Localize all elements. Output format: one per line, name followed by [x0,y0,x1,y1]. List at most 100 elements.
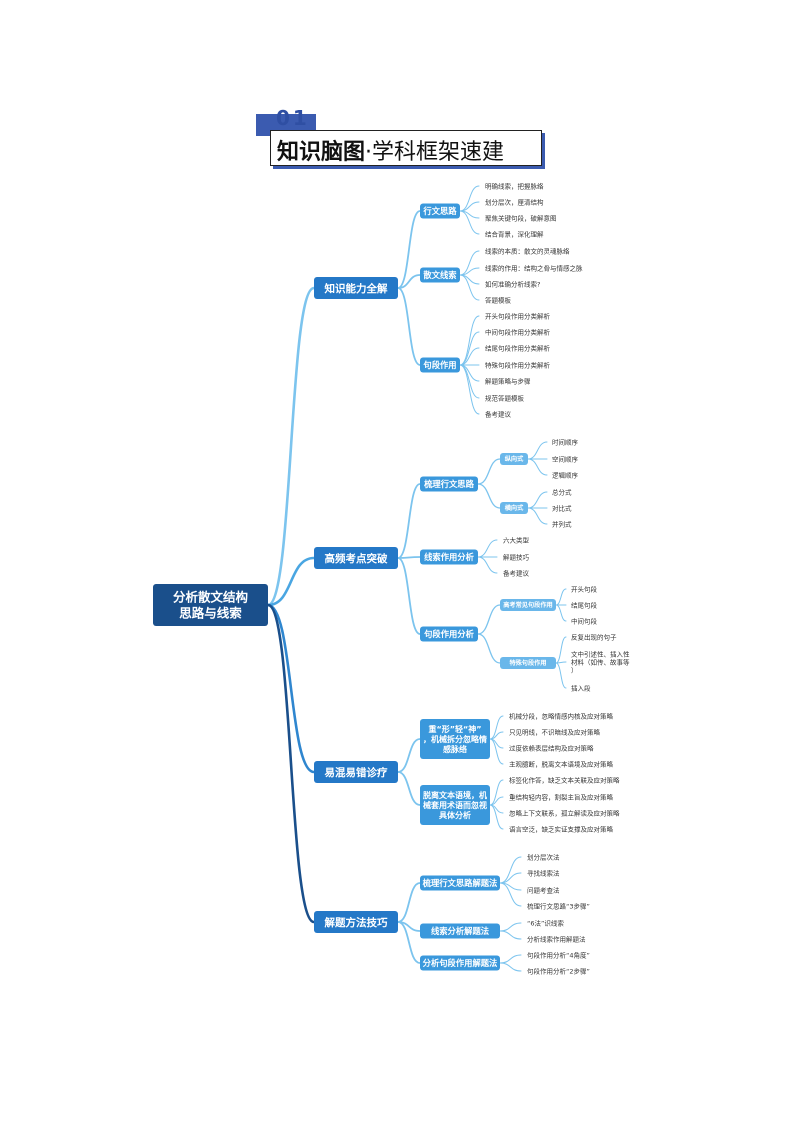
leaf-line-4-3-2 [499,962,522,972]
branch-3-box [314,761,398,783]
leaf-line-1-2-3 [459,274,480,285]
branch-4-sub-2-label: 线索分析解题法 [431,926,490,936]
leaf-2-1-2-1: 总分式 [552,487,572,496]
leaf-2-2-2: 解题技巧 [503,552,530,561]
leaf-2-3-2-3: 插入段 [571,683,591,692]
leaf-line-1-3-5 [459,364,480,382]
branch-3-label: 易混易错诊疗 [325,766,388,779]
branch-2-sub-3: 句段作用分析 [420,626,478,642]
leaf-3-2-1: 标签化作答，缺乏文本关联及应对策略 [509,775,620,784]
branch-1-sub-2: 散文线索 [420,267,460,283]
branch-3-to-sub-2 [397,771,421,806]
branch-2-to-sub-1 [397,483,421,559]
root-node-label: 分析散文结构思路与线索 [173,590,248,621]
root-to-branch-3 [266,603,316,774]
leaf-2-1-2-2: 对比式 [552,503,572,512]
branch-2-sub-2-box [420,549,478,565]
branch-3-sub-1-label: 重“形”轻“神”，机械拆分忽略情感脉络 [423,724,487,754]
branch-2-sub-1-third-2-box [500,502,528,514]
leaf-4-1-1: 划分层次法 [527,852,560,861]
leaf-4-2-1: “6法”识线索 [527,918,564,927]
root-to-branch-1 [266,286,316,607]
leaf-2-3-1-3: 中间句段 [571,616,598,625]
leaf-2-3-2-1: 反复出现的句子 [571,632,617,641]
branch-2-sub-1: 梳理行文思路 [420,476,478,492]
leaf-2-3-1-2: 结尾句段 [571,600,598,609]
leaf-line-2-1-1-1 [527,441,548,460]
leaf-3-2-2: 重结构轻内容，割裂主旨及应对策略 [509,792,614,801]
leaf-1-1-2: 划分层次，厘清结构 [485,197,544,206]
branch-3-sub-2: 脱离文本语境，机械套用术语而忽视具体分析 [420,785,490,825]
branch-2-sub-3-third-2-box [500,657,556,669]
leaf-line-4-1-1 [499,856,522,884]
leaf-line-4-3-1 [499,954,522,964]
sub-2-1-to-third-2 [477,483,501,509]
header-banner: 01 知识脑图·学科框架速建 [256,104,542,166]
leaf-1-3-2: 中间句段作用分类解析 [485,327,551,336]
banner-title-rest: ·学科框架速建 [365,140,505,165]
leaf-1-1-4: 结合背景，深化理解 [485,229,544,238]
leaf-2-3-1-1: 开头句段 [571,584,598,593]
leaf-1-3-1: 开头句段作用分类解析 [485,311,551,320]
branch-4-box [314,911,398,933]
root-node: 分析散文结构思路与线索 [153,584,268,626]
leaf-3-1-3: 过度依赖表层结构及应对策略 [509,743,594,752]
leaf-1-3-4: 特殊句段作用分类解析 [485,360,551,369]
branch-1-sub-2-box [420,267,460,283]
leaf-line-3-2-4 [489,804,504,830]
root-to-branch-2 [266,556,316,607]
leaf-2-1-2-3: 并列式 [552,519,572,528]
branch-1-label: 知识能力全解 [325,282,388,295]
branch-3-sub-2-label: 脱离文本语境，机械套用术语而忽视具体分析 [423,790,487,820]
banner-title-box: 知识脑图·学科框架速建 [270,130,542,166]
leaf-line-2-2-1 [477,539,498,558]
branch-4-sub-1-box [420,875,500,891]
branch-1-to-sub-2 [397,274,421,289]
branch-2-sub-1-third-2: 横向式 [500,502,528,514]
leaf-3-2-4: 语言空泛，缺乏实证支撑及应对策略 [509,824,614,833]
leaf-line-2-3-1-3 [555,604,567,622]
leaf-line-4-2-2 [499,930,522,940]
leaf-1-3-3: 结尾句段作用分类解析 [485,343,551,352]
branch-2-sub-3-third-2-label: 特殊句段作用 [509,659,546,667]
leaf-line-1-3-2 [459,331,480,366]
leaf-4-1-4: 梳理行文思路“3步骤” [527,901,590,910]
branch-2-sub-3-box [420,626,478,642]
banner-title-bold: 知识脑图 [277,140,366,165]
branch-2-box [314,547,398,569]
branch-2-label: 高频考点突破 [325,552,388,565]
branch-4-to-sub-1 [397,882,421,923]
branch-2-sub-1-third-2-label: 横向式 [504,504,524,512]
leaf-1-2-4: 答题模板 [485,295,512,304]
leaf-1-1-1: 明确线索，把握脉络 [485,181,544,190]
sub-2-3-to-third-1 [477,604,501,635]
leaf-4-2-2: 分析线索作用解题法 [527,934,586,943]
branch-4-sub-3-label: 分析句段作用解题法 [423,958,498,968]
branch-2-sub-3-label: 句段作用分析 [424,629,474,639]
leaf-1-2-3: 如何准确分析线索? [485,279,540,288]
branch-4-sub-2-box [420,923,500,939]
leaf-1-3-7: 备考建议 [485,409,512,418]
branch-4-sub-1-label: 梳理行文思路解题法 [423,878,498,888]
leaf-line-4-1-2 [499,872,522,884]
branch-1-to-sub-1 [397,210,421,289]
branch-2-sub-1-third-1-label: 纵向式 [505,455,524,463]
banner-title: 知识脑图·学科框架速建 [277,134,504,166]
leaf-line-1-2-1 [459,250,480,276]
branch-4-sub-3: 分析句段作用解题法 [420,955,500,971]
leaf-line-1-3-6 [459,364,480,399]
leaf-4-1-2: 寻找线索法 [527,868,560,877]
branch-2-sub-3-third-1-label: 高考常见句段作用 [503,601,553,609]
leaf-line-2-1-2-1 [527,491,548,509]
leaf-line-1-2-4 [459,274,480,301]
branch-4-to-sub-3 [397,921,421,964]
branch-2-sub-3-third-1: 高考常见句段作用 [500,599,556,611]
leaf-line-1-3-1 [459,315,480,366]
leaf-2-1-1-3: 逻辑顺序 [552,470,579,479]
branch-4-sub-3-box [420,955,500,971]
leaf-line-2-3-1-1 [555,588,567,606]
branch-1-box [314,277,398,299]
branch-3-to-sub-1 [397,738,421,773]
leaf-line-2-3-2-3 [555,662,567,689]
